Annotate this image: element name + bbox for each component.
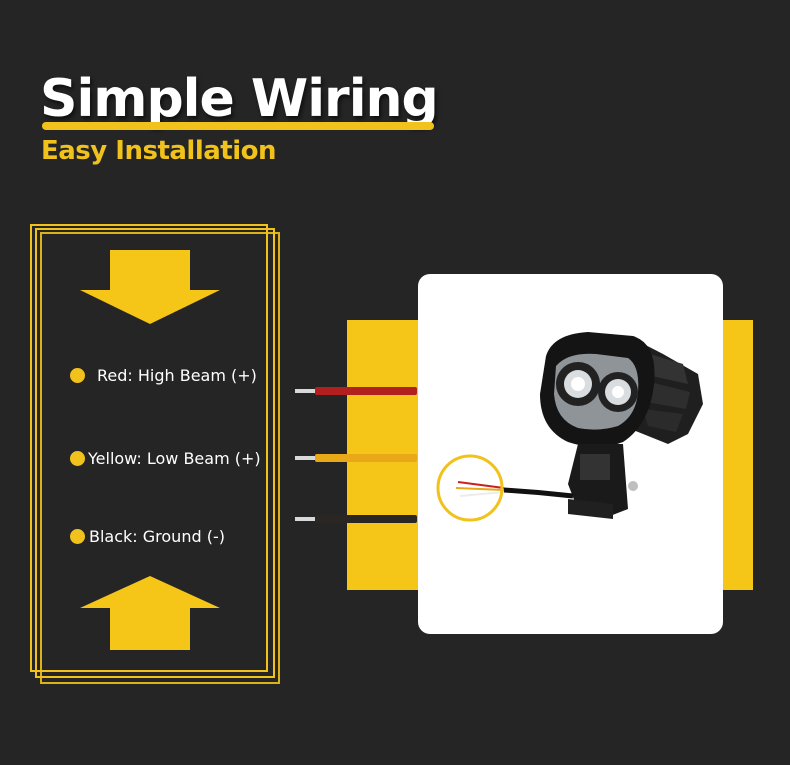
frame-outline-middle bbox=[35, 228, 275, 678]
down-arrow-icon bbox=[80, 250, 220, 324]
motorcycle-led-spotlight bbox=[436, 332, 703, 522]
wire-red bbox=[315, 387, 417, 395]
wire-yellow bbox=[315, 454, 417, 462]
wire-black bbox=[315, 515, 417, 523]
bullet-icon bbox=[70, 529, 85, 544]
up-arrow-icon bbox=[80, 576, 220, 650]
product-image-card bbox=[418, 274, 723, 634]
wire-label-red: Red: High Beam (+) bbox=[97, 366, 257, 385]
page-title: Simple Wiring bbox=[40, 69, 439, 129]
wire-tip-black bbox=[295, 517, 317, 521]
page-subtitle: Easy Installation bbox=[41, 136, 277, 166]
wire-tip-red bbox=[295, 389, 317, 393]
wire-item-yellow: Yellow: Low Beam (+) bbox=[70, 449, 261, 468]
bullet-icon bbox=[70, 451, 85, 466]
title-underline bbox=[42, 122, 434, 130]
wire-label-black: Black: Ground (-) bbox=[89, 527, 225, 546]
wire-label-yellow: Yellow: Low Beam (+) bbox=[88, 449, 261, 468]
wiring-band-right bbox=[720, 320, 753, 590]
frame-outline-back bbox=[40, 232, 280, 684]
bullet-icon bbox=[70, 368, 85, 383]
wire-item-black: Black: Ground (-) bbox=[70, 527, 225, 546]
frame-outline-front bbox=[30, 224, 268, 672]
wire-tip-yellow bbox=[295, 456, 317, 460]
wire-item-red: Red: High Beam (+) bbox=[70, 366, 257, 385]
